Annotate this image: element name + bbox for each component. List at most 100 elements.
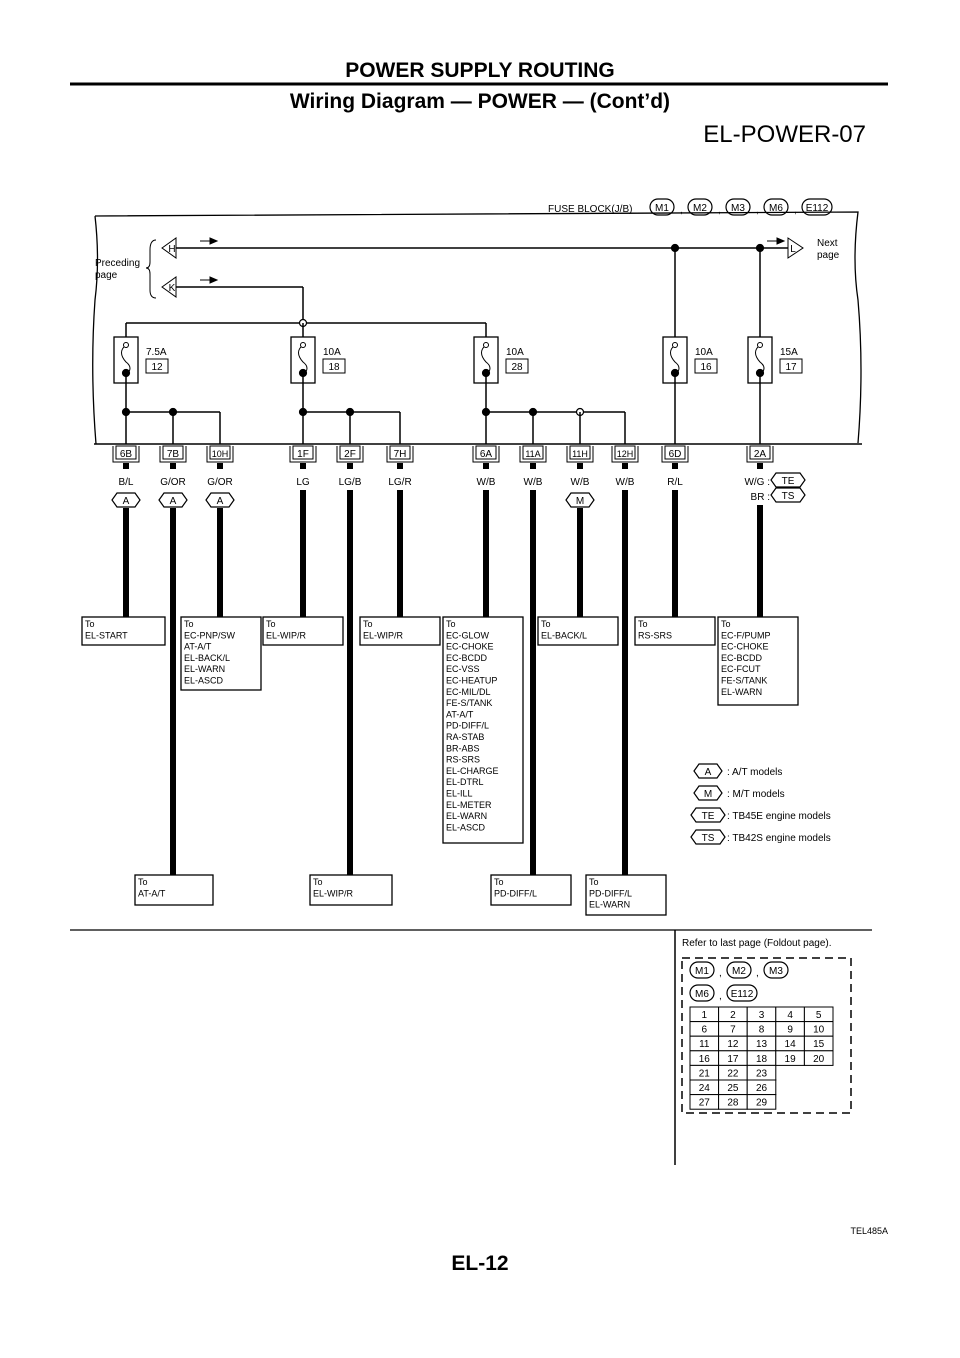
destination-link: EL-WIP/R [363,630,404,640]
terminal-housing [661,446,689,463]
destination-to: To [494,877,504,887]
terminal-housing [336,446,364,463]
wire-harness-6A [483,490,489,617]
terminal-housing [566,446,594,463]
destination-link: EL-DTRL [446,777,484,787]
destination-to: To [638,619,648,629]
wire-stub [347,463,353,469]
splice-point [755,368,765,378]
separator: , [718,205,721,216]
next-page-label-2: page [817,250,840,261]
fuse-terminal [123,342,129,348]
terminal-housing [206,446,234,463]
pin-number: 28 [727,1098,739,1109]
destination-to: To [721,619,731,629]
pin-number: 24 [699,1083,711,1094]
wire-stub [483,463,489,469]
destination-link: PD-DIFF/L [589,888,632,898]
fuse-number-box [322,358,346,374]
destination-box [442,616,524,844]
option-tag-TS [770,487,806,503]
destination-to: To [138,877,148,887]
splice-point [670,368,680,378]
wire-color: LG [296,477,310,488]
fuse-block-label: FUSE BLOCK(J/B) [548,204,632,215]
wire-color: W/G : [744,477,770,488]
destination-link: EC-HEATUP [446,676,497,686]
pin-cell [746,1094,777,1110]
option-tag-A-label: A [217,496,224,507]
terminal-id: 1F [297,449,309,460]
separator: , [756,968,759,979]
ref-connector-M2 [726,961,752,979]
terminal-7B [162,445,184,460]
wire-color: LG/B [339,477,362,488]
destination-link: EL-WIP/R [266,630,307,640]
fuse-block-connector-M2 [687,198,713,216]
destination-link: EC-PNP/SW [184,630,236,640]
fuse-number: 12 [151,362,163,373]
wire-harness-12H [622,490,628,875]
connector-ref-box [681,957,852,1114]
option-tag-A-label: A [170,496,177,507]
splice-point [298,407,308,417]
splice-point [481,407,491,417]
terminal-housing [112,446,140,463]
pin-number: 4 [787,1010,793,1021]
terminal-11H [569,445,591,460]
terminal-housing [519,446,547,463]
pin-number: 6 [702,1025,708,1036]
wire-harness-7H [397,490,403,617]
fuse-block-connector-M1-label: M1 [655,203,669,214]
destination-to: To [266,619,276,629]
destination-link: AT-A/T [446,709,474,719]
connector-H-label: H [168,244,175,255]
ref-connector-M6-label: M6 [695,989,709,1000]
wire-harness-1F [300,490,306,617]
destination-link: EL-WARN [184,664,225,674]
ref-connector-M3 [763,961,789,979]
legend-tag-M-label: M [704,789,712,800]
destination-link: EL-BACK/L [541,630,587,640]
option-tag-M [565,492,595,508]
terminal-6D [664,445,686,460]
legend-tag-TE [690,807,726,823]
wire-harness-2F [347,490,353,875]
wire-color: G/OR [160,477,186,488]
wire-stub [757,463,763,469]
wire-stub [672,463,678,469]
fuse-block-connector-M6-label: M6 [769,203,783,214]
pin-number: 3 [759,1010,765,1021]
pin-number: 7 [730,1025,736,1036]
option-tag-TS-label: TS [782,491,795,502]
destination-link: EL-WIP/R [313,888,354,898]
terminal-7H [389,445,411,460]
destination-link: EC-MIL/DL [446,687,491,697]
destination-to: To [363,619,373,629]
pin-number: 14 [785,1039,797,1050]
pin-number: 26 [756,1083,768,1094]
wire-stub [123,463,129,469]
fuse-rating: 10A [506,347,524,358]
destination-to: To [85,619,95,629]
fuse-number-box [145,358,169,374]
separator: , [719,991,722,1002]
arrow-icon [767,237,786,245]
destination-box [537,616,619,646]
fuse-block-connector-M1 [649,198,675,216]
separator: , [794,205,797,216]
pin-number: 1 [702,1010,708,1021]
wire-color: W/B [477,477,496,488]
destination-to: To [446,619,456,629]
destination-box [81,616,166,646]
legend-tag-A-label: A [705,767,712,778]
fuse-number-box [779,358,803,374]
pin-number: 13 [756,1039,768,1050]
wire-harness-2A [757,505,763,617]
fuse-number: 18 [328,362,340,373]
pin-number: 9 [787,1025,793,1036]
ref-connector-M1 [689,961,715,979]
legend-tag-A [693,763,723,779]
connector-L-label: L [790,244,796,255]
arrow-icon [200,276,219,284]
